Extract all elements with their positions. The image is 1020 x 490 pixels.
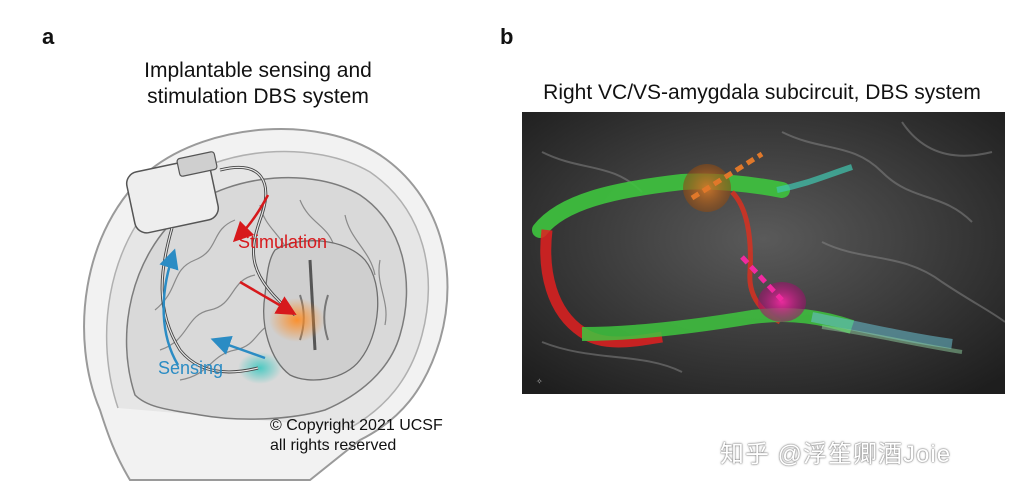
mri-background bbox=[522, 112, 1005, 394]
panel-a-letter: a bbox=[42, 24, 55, 49]
upper-green-tract bbox=[532, 173, 790, 238]
sensing-target-glow bbox=[238, 352, 282, 384]
scan-marker: ✧ bbox=[536, 377, 543, 386]
stimulation-arrow-lower bbox=[239, 280, 297, 316]
sensing-arrow-right bbox=[210, 335, 266, 360]
sensing-arrow-left bbox=[159, 248, 180, 366]
copyright-line1: © Copyright 2021 UCSF bbox=[270, 417, 443, 434]
panel-b-title: Right VC/VS-amygdala subcircuit, DBS sys… bbox=[543, 81, 981, 104]
stimulation-label: Stimulation bbox=[238, 232, 327, 252]
neurostimulator-device bbox=[125, 151, 220, 234]
panel-a-title-line2: stimulation DBS system bbox=[147, 85, 369, 108]
tractography-image: ✧ bbox=[522, 112, 1005, 394]
left-red-tract bbox=[540, 229, 663, 348]
panel-b-letter: b bbox=[500, 24, 514, 49]
amygdala-target bbox=[758, 282, 806, 322]
watermark: 知乎 @浮笙卿酒Joie bbox=[720, 441, 952, 468]
panel-a-title: Implantable sensing and stimulation DBS … bbox=[108, 58, 408, 110]
sensing-label: Sensing bbox=[158, 358, 223, 378]
copyright-notice: © Copyright 2021 UCSF all rights reserve… bbox=[270, 416, 443, 456]
stimulation-arrow-upper bbox=[232, 194, 270, 243]
brain-dbs-illustration: Stimulation Sensing bbox=[83, 128, 449, 481]
vcvs-lead bbox=[690, 151, 764, 201]
amygdala-lead bbox=[740, 255, 784, 302]
panel-a-title-line1: Implantable sensing and bbox=[144, 59, 372, 82]
copyright-line2: all rights reserved bbox=[270, 437, 397, 454]
mri-anatomy bbox=[541, 121, 1005, 373]
